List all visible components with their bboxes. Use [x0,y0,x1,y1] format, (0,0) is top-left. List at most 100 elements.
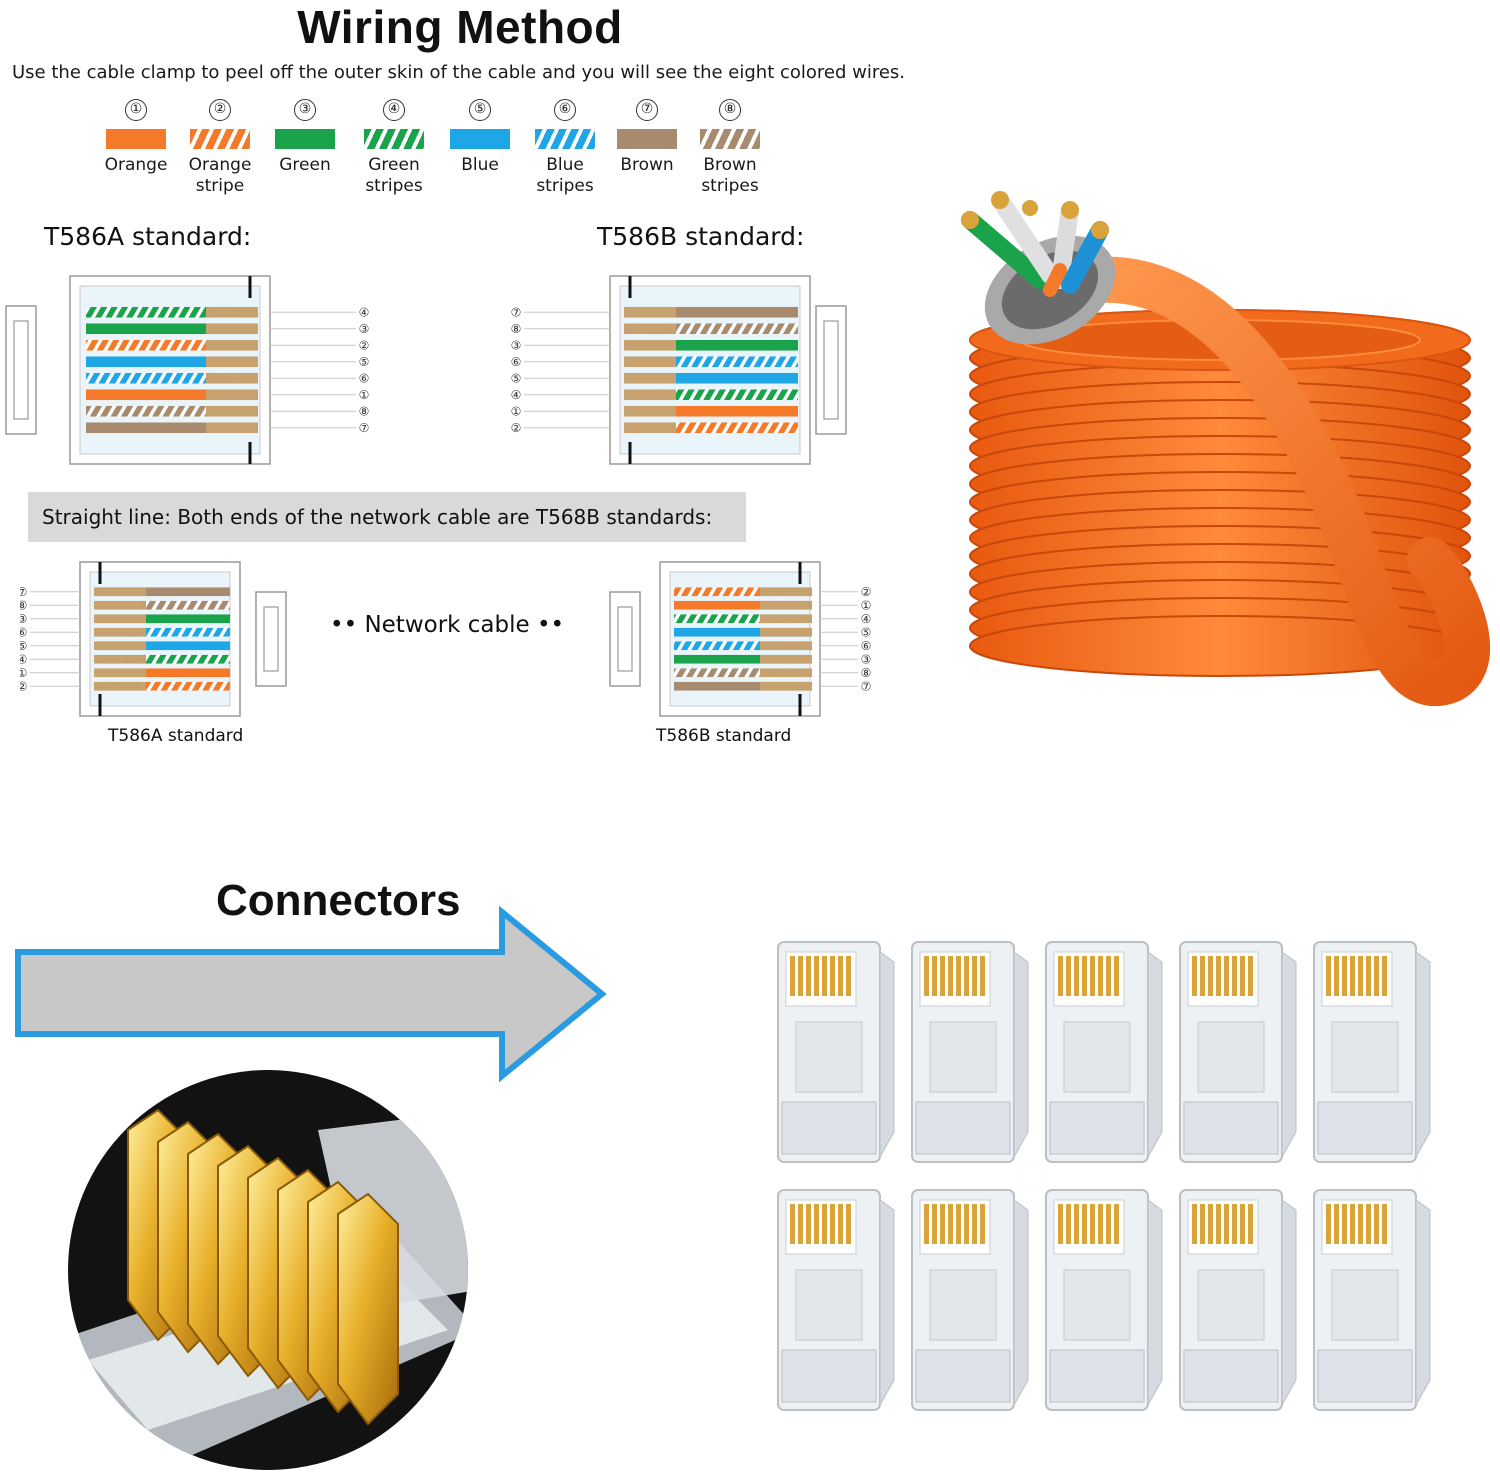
plug-contact [1366,1204,1371,1244]
pin-number: ⑦ [359,421,370,435]
pin-number: ④ [359,305,370,319]
legend-item: ⑧ Brown stripes [687,98,773,197]
gold-contact [624,422,676,434]
rj45-plug [1179,941,1297,1163]
pin-number: ① [861,598,872,612]
pin-number: ⑦ [861,679,872,693]
plug-contact [1334,956,1339,996]
pin-number: ⑥ [20,625,27,639]
wire [674,668,810,678]
plug-contact [822,1204,827,1244]
t568b-heading: T586B standard: [597,222,805,251]
wire [86,356,256,368]
plug-contact [846,956,851,996]
pin-number: ④ [20,652,27,666]
gold-contact [206,422,258,434]
plug-contact [1082,956,1087,996]
wire [96,668,230,678]
plug-contact [814,956,819,996]
plug-contact [1224,1204,1229,1244]
wire [674,587,810,597]
legend-label: Brown stripes [701,155,759,196]
plug-contact [1350,1204,1355,1244]
gold-contact [206,323,258,335]
plug-contact [1350,956,1355,996]
gold-contacts-closeup [68,1070,468,1470]
plug-contact [798,956,803,996]
gold-contact [760,668,812,678]
legend-number: ⑦ [636,99,658,121]
wire-swatch [275,129,335,149]
pin-number: ⑧ [511,322,522,336]
plug-contact [838,956,843,996]
plug-contact [806,956,811,996]
gold-contact [624,372,676,384]
plug-contact [932,956,937,996]
pin-number: ① [20,666,27,680]
plug-contact [1342,1204,1347,1244]
plug-contact [1248,956,1253,996]
wire [86,339,256,351]
pin-number: ④ [511,388,522,402]
straight-line-banner: Straight line: Both ends of the network … [28,492,746,542]
rj45-plug [911,1189,1029,1411]
gold-contact [760,654,812,664]
wire-swatch [190,129,250,149]
wire [86,306,256,318]
wire [626,389,798,401]
plug-contact [1090,956,1095,996]
pin-number: ① [511,404,522,418]
legend-number: ⑥ [554,99,576,121]
wire-swatch [535,129,595,149]
plug-contact [798,1204,803,1244]
pin-number: ⑥ [511,355,522,369]
plug-contact [1200,956,1205,996]
connectors-arrow [15,906,607,1083]
legend-label: Orange stripe [188,155,252,196]
rj45-plug [911,941,1029,1163]
plug-contact [830,1204,835,1244]
legend-item: ① Orange [93,98,179,176]
gold-contact [94,627,146,637]
plug-contact [1342,956,1347,996]
gold-contact [206,389,258,401]
plug-contact [1382,956,1387,996]
gold-contact [206,356,258,368]
wire [96,654,230,664]
plug-contact [1358,1204,1363,1244]
plug-contact [1358,956,1363,996]
plug-contact [846,1204,851,1244]
rj45-plug [1045,941,1163,1163]
pin-number: ⑥ [359,371,370,385]
plug-contact [1106,956,1111,996]
rj45-plug [1313,941,1431,1163]
gold-contact [206,306,258,318]
legend-number: ① [125,99,147,121]
pin-number: ⑧ [861,666,872,680]
gold-contact [94,587,146,597]
legend-label: Orange [104,155,168,175]
wire-swatch [364,129,424,149]
pin-number: ⑤ [20,639,27,653]
wire [86,389,256,401]
pin-number: ① [359,388,370,402]
gold-contact [94,681,146,691]
legend-number: ⑤ [469,99,491,121]
wire [626,323,798,335]
page-title: Wiring Method [297,1,623,53]
plug-contact [1090,1204,1095,1244]
legend-item: ⑦ Brown [604,98,690,176]
plug-contact [980,1204,985,1244]
rj45-plug [1313,1189,1431,1411]
pin-number: ② [861,585,872,599]
wire [86,405,256,417]
wire [96,641,230,651]
plug-contact [940,1204,945,1244]
plug-contact [1098,1204,1103,1244]
legend-item: ② Orange stripe [177,98,263,197]
pin-number: ② [359,338,370,352]
wire [674,627,810,637]
plug-contact [1366,956,1371,996]
